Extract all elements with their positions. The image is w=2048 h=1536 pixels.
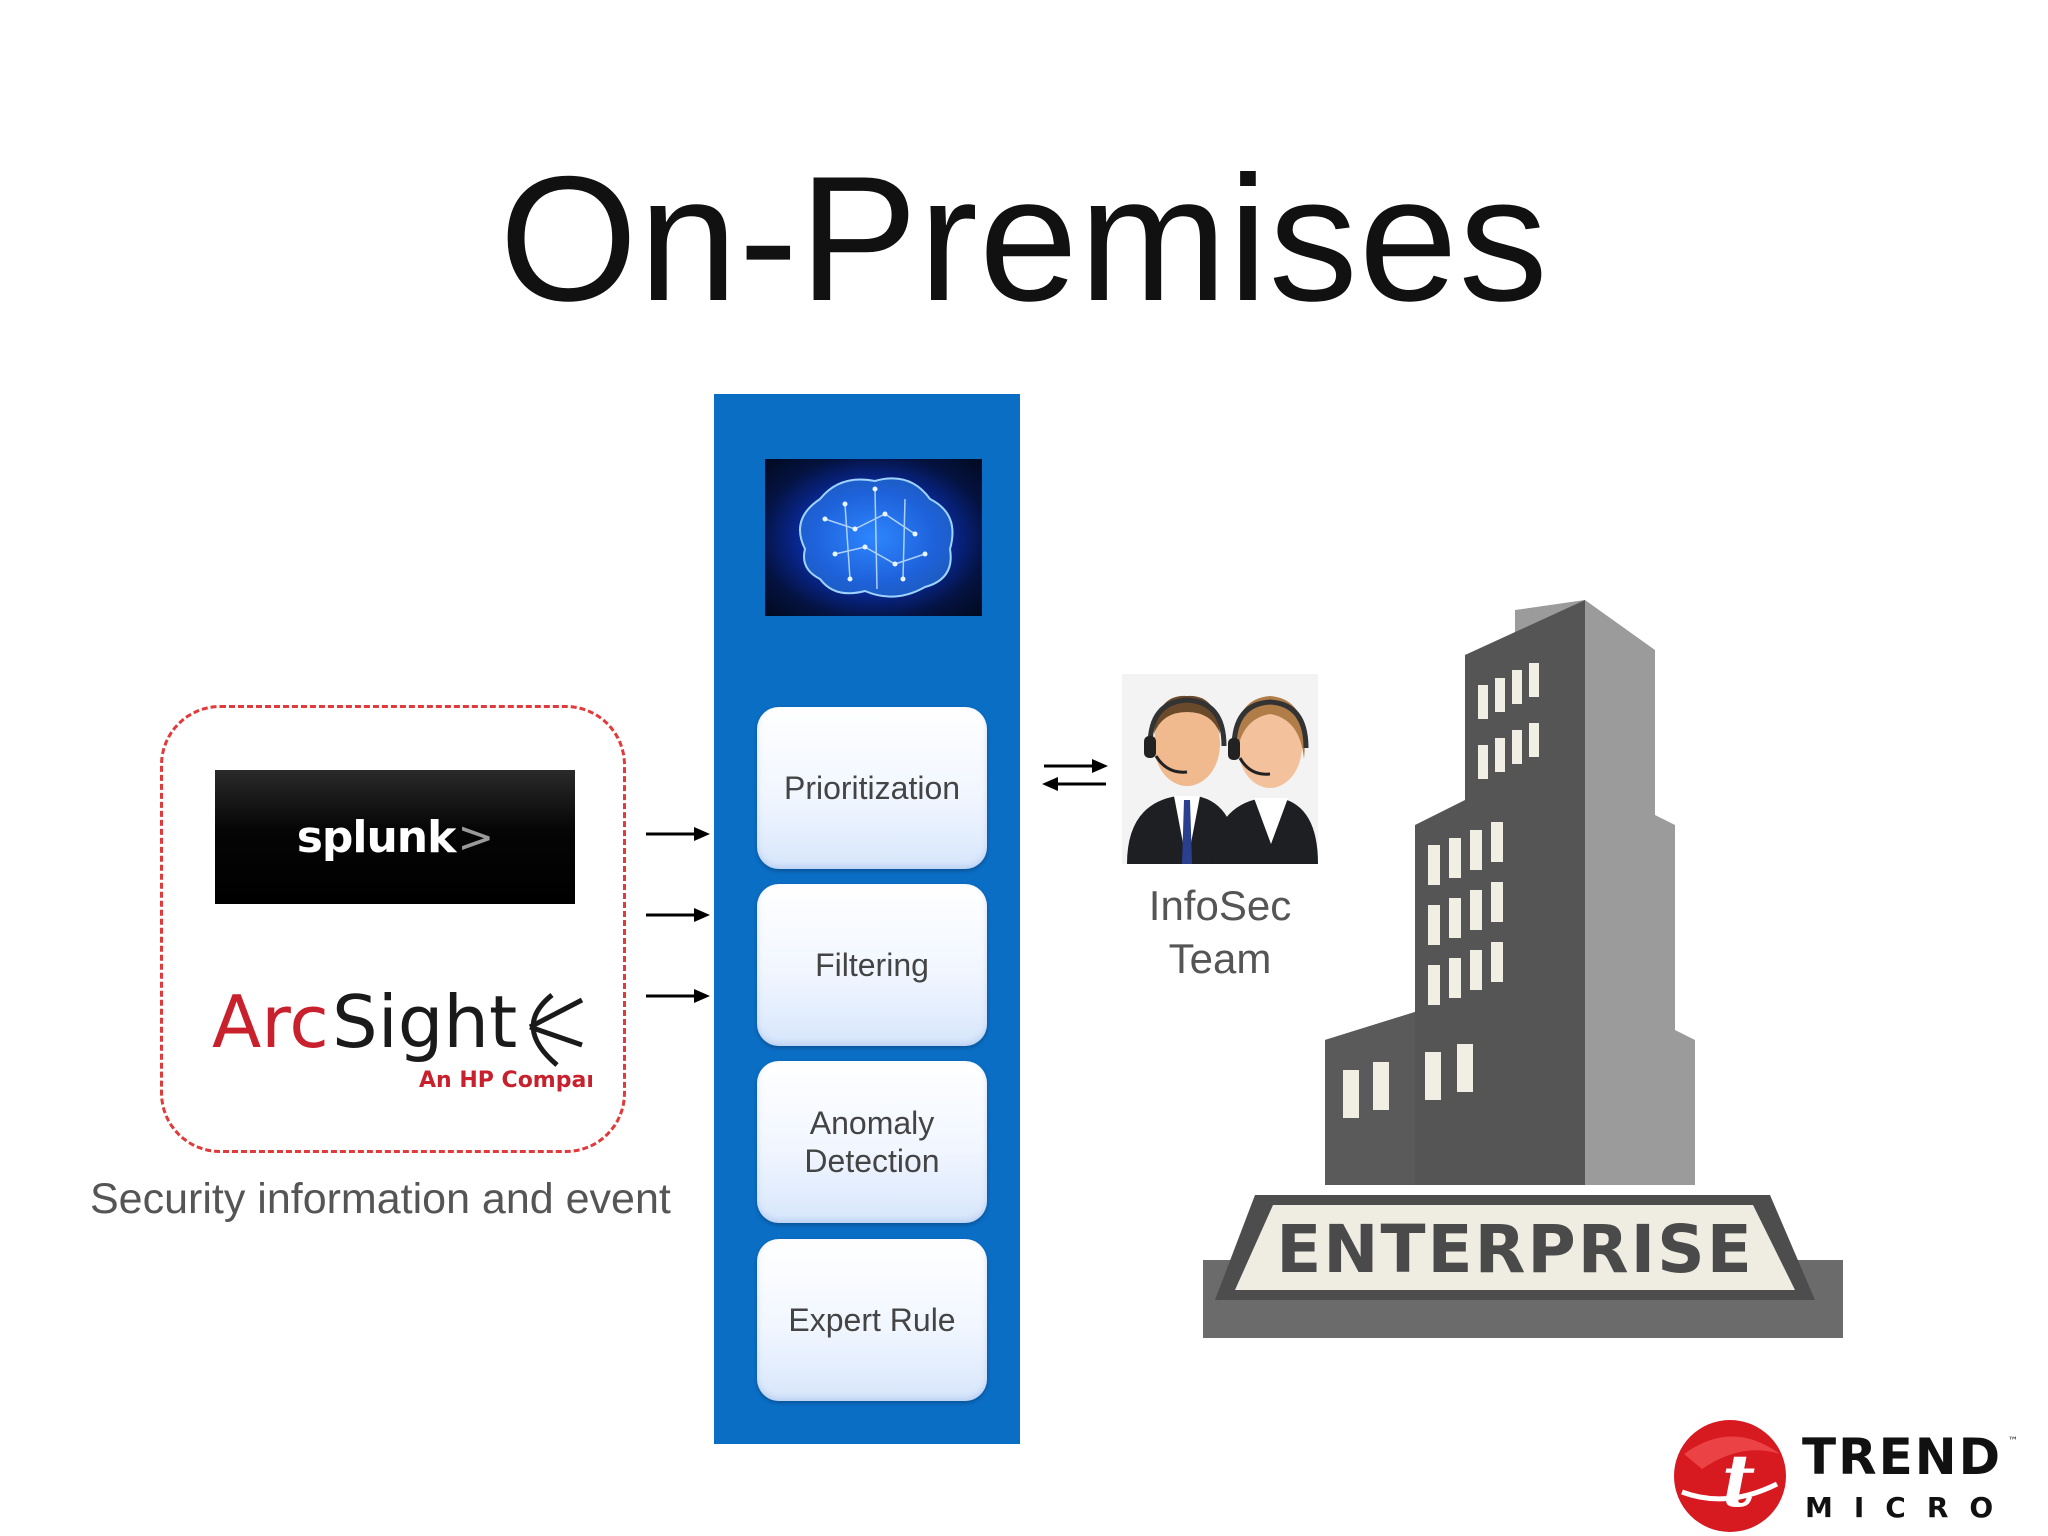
support-team-headset-icon — [1127, 695, 1318, 864]
module-prioritization: Prioritization — [757, 707, 987, 869]
splunk-logo-text: splunk — [296, 811, 457, 863]
infosec-team-label-line1: InfoSec — [1148, 882, 1292, 929]
trend-micro-tm: ™ — [2008, 1436, 2018, 1447]
module-label-line2: Detection — [804, 1143, 940, 1179]
infosec-team-label: InfoSec Team — [1100, 880, 1340, 985]
support-team-image — [1122, 674, 1318, 864]
splunk-logo: splunk> — [215, 770, 575, 904]
arcsight-logo-mark — [528, 993, 584, 1067]
brain-circuit-image — [765, 459, 982, 616]
infosec-team-label-line2: Team — [1168, 934, 1272, 982]
arrow-right-3 — [646, 989, 710, 1003]
module-label: Prioritization — [783, 769, 961, 806]
arrow-right-1 — [646, 827, 710, 841]
trend-micro-line2: MICRO — [1805, 1491, 2014, 1524]
trend-micro-line1: TREND — [1802, 1428, 2002, 1486]
arcsight-logo-text-red: Arc — [212, 980, 329, 1064]
enterprise-building-icon: ENTERPRISE — [1203, 600, 1843, 1338]
enterprise-banner-text: ENTERPRISE — [1276, 1211, 1754, 1288]
svg-text:t: t — [1722, 1438, 1755, 1523]
module-expert-rule: Expert Rule — [757, 1239, 987, 1401]
module-anomaly-detection: Anomaly Detection — [757, 1061, 987, 1223]
trend-micro-logo: t TREND ™ MICRO — [1674, 1420, 2018, 1532]
module-label-line1: Anomaly — [809, 1104, 935, 1141]
siem-caption: Security information and event — [90, 1175, 671, 1223]
arcsight-logo-text-dark: Sight — [332, 980, 517, 1064]
splunk-logo-chevron: > — [457, 811, 494, 863]
module-filtering: Filtering — [757, 884, 987, 1046]
bidirectional-arrows-icon — [1042, 759, 1108, 791]
module-label: Filtering — [815, 946, 929, 983]
arcsight-logo: Arc Sight An HP Company — [212, 980, 592, 1093]
module-label: Expert Rule — [788, 1301, 956, 1338]
arcsight-logo-sublabel: An HP Company — [419, 1068, 592, 1093]
siem-group-border — [160, 705, 626, 1153]
brain-icon — [799, 477, 954, 598]
slide-title: On-Premises — [499, 139, 1549, 338]
arrow-right-2 — [646, 908, 710, 922]
